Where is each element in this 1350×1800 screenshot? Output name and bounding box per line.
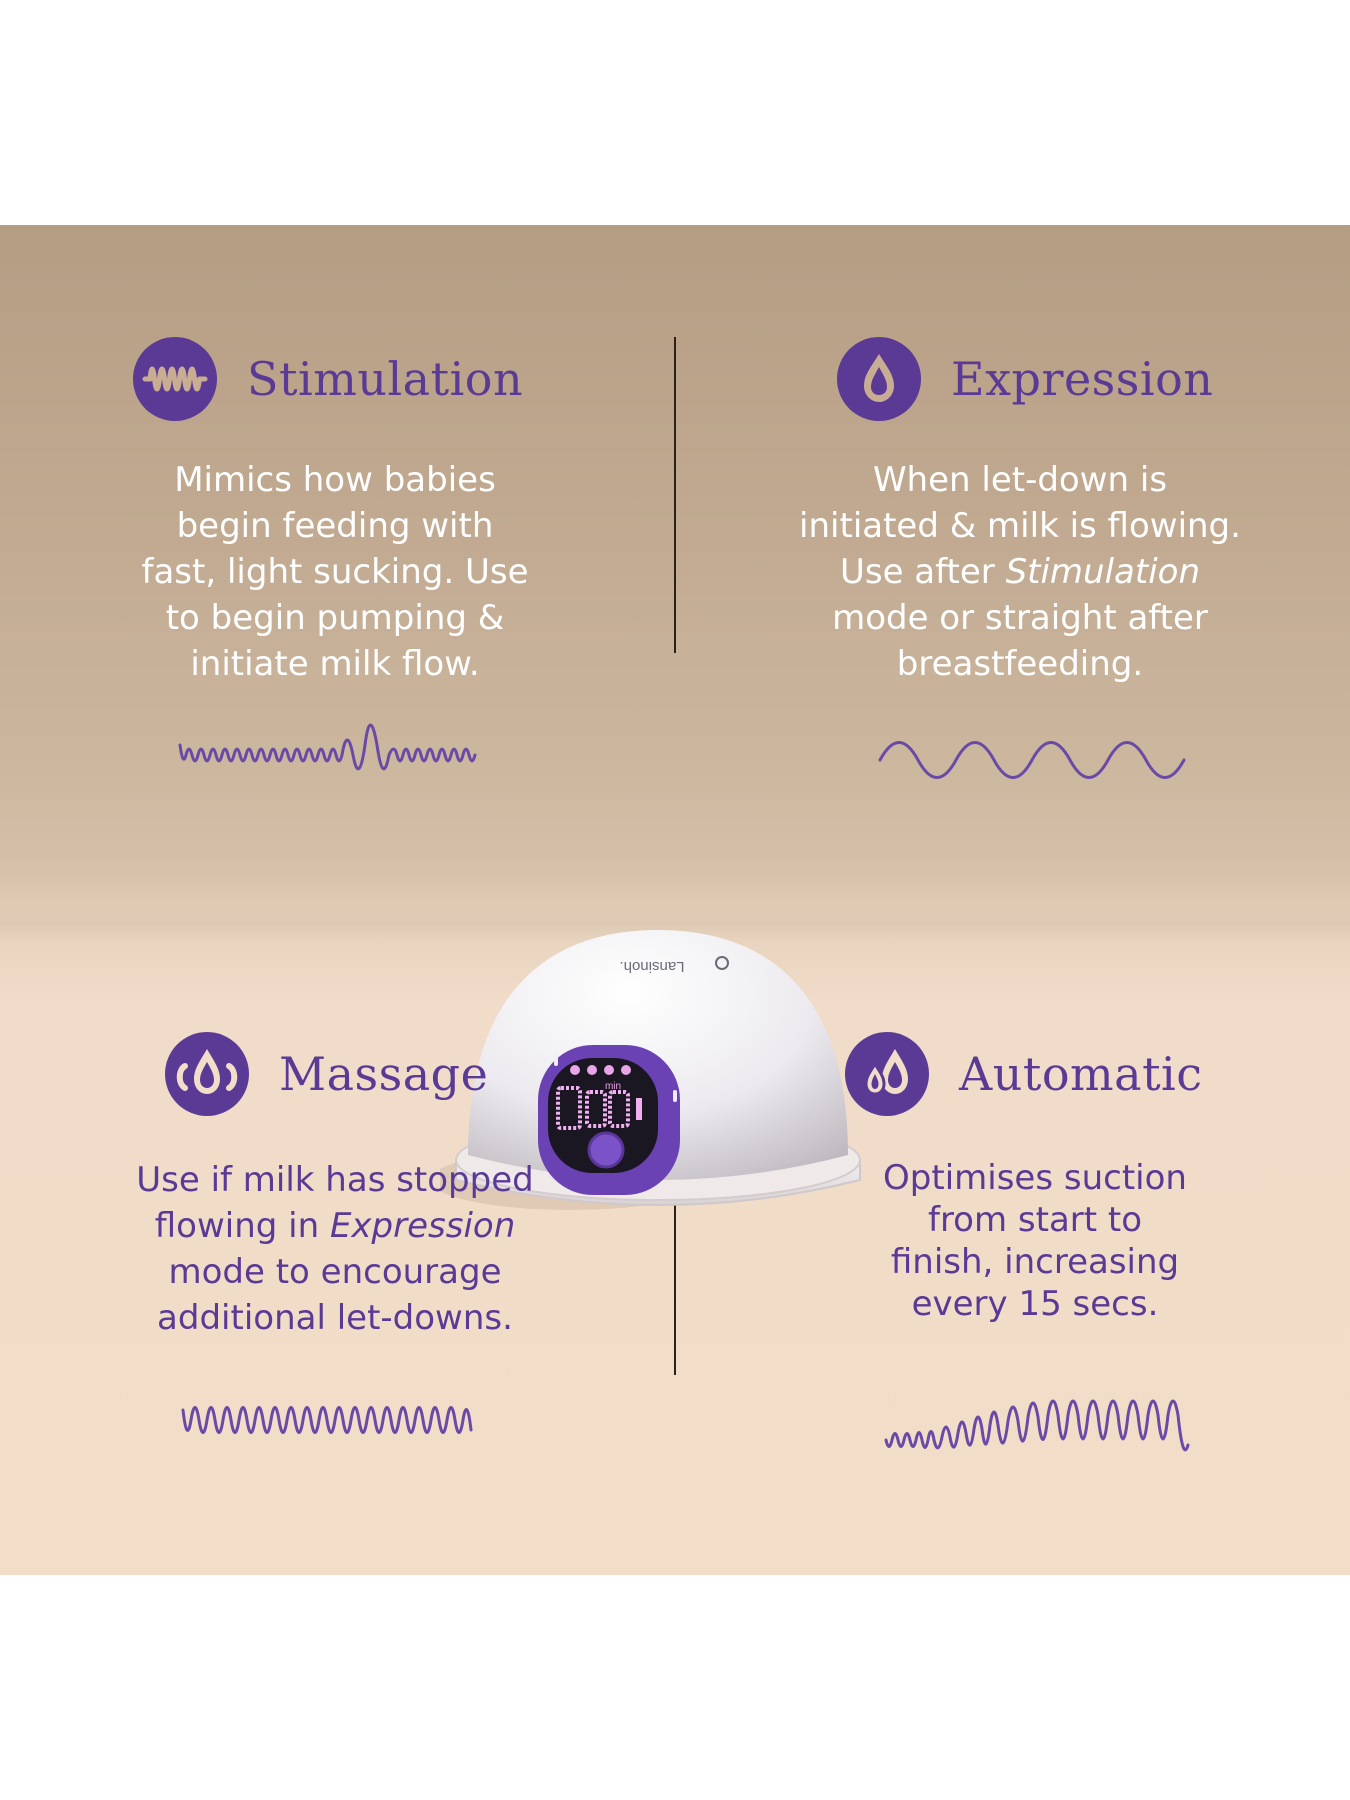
droplet-hands-icon: [165, 1032, 249, 1116]
divider-top: [674, 337, 676, 653]
massage-description: Use if milk has stopped flowing in Expre…: [136, 1160, 534, 1338]
wave-icon: [133, 337, 217, 421]
automatic-heading: Automatic: [845, 1032, 1203, 1116]
feature-panel: Stimulation Mimics how babies begin feed…: [0, 225, 1350, 1575]
expression-heading: Expression: [837, 337, 1213, 421]
droplet-icon: [837, 337, 921, 421]
expression-waveform: [878, 741, 1186, 779]
expression-title: Expression: [951, 352, 1214, 406]
massage-waveform: [181, 1406, 473, 1434]
timer-unit: min: [605, 1081, 621, 1092]
automatic-waveform: [884, 1399, 1190, 1452]
massage-title: Massage: [279, 1047, 489, 1101]
stimulation-title: Stimulation: [247, 352, 524, 406]
double-droplet-icon: [845, 1032, 929, 1116]
divider-bottom: [674, 1075, 676, 1375]
stimulation-heading: Stimulation: [133, 337, 523, 421]
stimulation-description: Mimics how babies begin feeding with fas…: [141, 460, 529, 684]
breast-pump-device: Lansinoh. min: [440, 930, 861, 1210]
massage-heading: Massage: [165, 1032, 488, 1116]
brand-label: Lansinoh.: [619, 958, 684, 975]
automatic-title: Automatic: [959, 1047, 1203, 1101]
automatic-description: Optimises suction from start to finish, …: [883, 1158, 1187, 1324]
expression-description: When let-down is initiated & milk is flo…: [799, 460, 1241, 684]
stimulation-waveform: [178, 723, 477, 771]
